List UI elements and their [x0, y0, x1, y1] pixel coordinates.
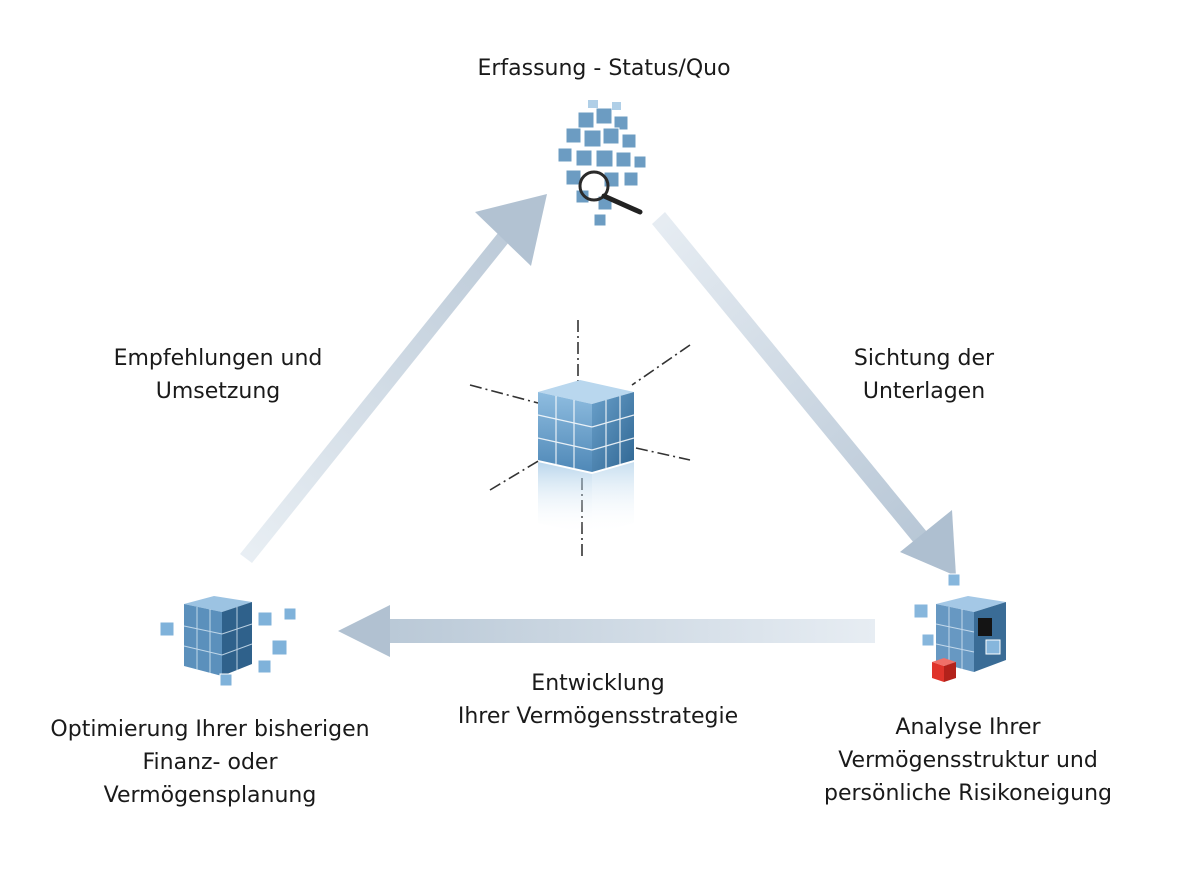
node-label-status-quo-text: Erfassung - Status/Quo: [477, 56, 731, 81]
arrow-top-to-right: [652, 212, 956, 576]
edge-label-sichtung-line-1: Sichtung der: [853, 346, 995, 371]
edge-label-empfehlungen-line-1: Empfehlungen und: [113, 346, 323, 371]
magnifier-icon: [578, 170, 610, 202]
edge-label-entwicklung-line-2: Ihrer Vermögensstrategie: [457, 704, 739, 729]
node-label-status-quo: Erfassung - Status/Quo: [477, 52, 730, 85]
node-label-optimierung-line-2: Finanz- oder: [142, 750, 278, 775]
data-cluster-icon: [557, 100, 647, 227]
node-label-optimierung-line-3: Vermögensplanung: [103, 783, 317, 808]
center-cube-icon: [469, 320, 691, 560]
edge-label-empfehlungen: Empfehlungen und Umsetzung: [114, 342, 323, 408]
analysis-cube-icon: [913, 573, 1006, 682]
node-label-analyse-line-2: Vermögensstruktur und: [838, 748, 1098, 773]
node-label-analyse: Analyse Ihrer Vermögensstruktur und pers…: [824, 711, 1112, 810]
optimization-cube-icon: [159, 596, 297, 687]
arrow-right-to-left: [338, 605, 875, 657]
node-label-optimierung-line-1: Optimierung Ihrer bisherigen: [50, 717, 370, 742]
edge-label-sichtung-line-2: Unterlagen: [862, 379, 986, 404]
edge-label-entwicklung-line-1: Entwicklung: [531, 671, 665, 696]
arrow-left-to-top: [240, 194, 547, 563]
node-label-analyse-line-1: Analyse Ihrer: [895, 715, 1041, 740]
node-label-analyse-line-3: persönliche Risikoneigung: [824, 781, 1112, 806]
edge-label-sichtung: Sichtung der Unterlagen: [854, 342, 994, 408]
edge-label-empfehlungen-line-2: Umsetzung: [155, 379, 281, 404]
node-label-optimierung: Optimierung Ihrer bisherigen Finanz- ode…: [50, 713, 369, 812]
edge-label-entwicklung: Entwicklung Ihrer Vermögensstrategie: [458, 667, 738, 733]
